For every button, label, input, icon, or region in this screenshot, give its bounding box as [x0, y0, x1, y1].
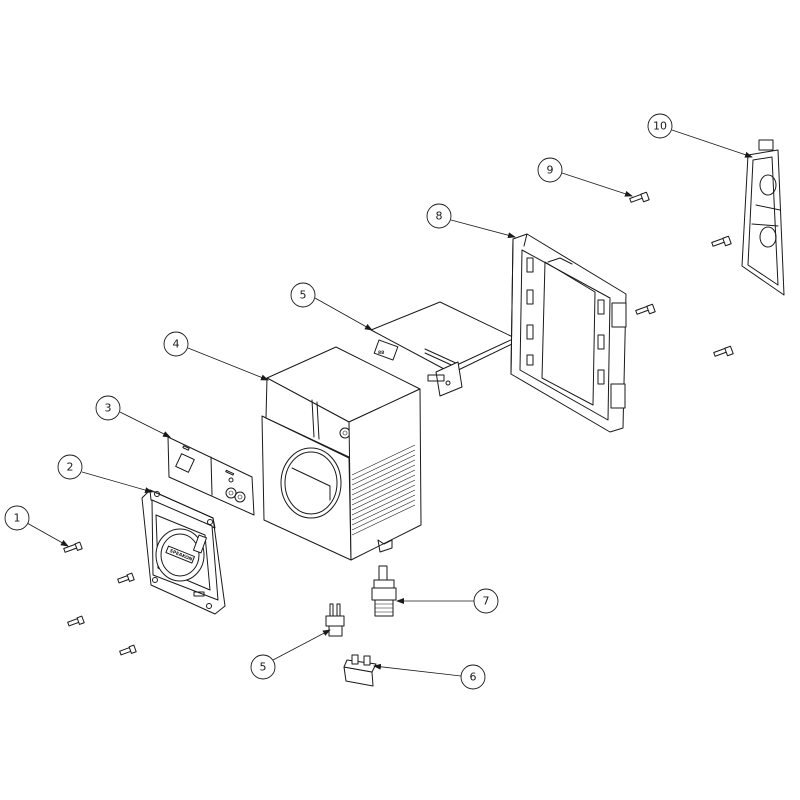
svg-text:88: 88 — [378, 350, 384, 356]
part-cable-gland — [371, 565, 397, 617]
callout-4-label: 4 — [173, 338, 180, 351]
callout-4: 4 — [163, 331, 269, 381]
part-switch — [343, 654, 377, 687]
callout-5-connector-label: 5 — [260, 661, 267, 674]
callout-3: 3 — [95, 395, 171, 438]
screw — [711, 235, 732, 247]
callout-1: 1 — [4, 505, 69, 547]
part-rear-screws — [629, 191, 734, 357]
screw — [119, 644, 137, 656]
part-mounting-bracket — [741, 139, 785, 296]
screw — [629, 191, 650, 203]
callout-10-label: 10 — [653, 120, 667, 133]
part-back-frame — [510, 233, 627, 433]
callout-3-label: 3 — [105, 402, 112, 415]
screw — [63, 541, 83, 553]
screw — [117, 572, 135, 584]
callout-5-connector: 5 — [250, 629, 331, 680]
callout-8-label: 8 — [436, 210, 443, 223]
callout-2-label: 2 — [67, 461, 74, 474]
screw — [713, 345, 734, 357]
part-front-connector-plate: SPEAKON — [141, 489, 226, 615]
part-screws-front — [63, 541, 137, 656]
callout-7: 7 — [396, 588, 499, 614]
callout-5-board-label: 5 — [300, 289, 307, 302]
callout-9: 9 — [537, 157, 633, 197]
callout-6: 6 — [373, 663, 486, 690]
screw — [635, 303, 656, 315]
callout-2: 2 — [57, 454, 153, 493]
callout-10: 10 — [647, 113, 753, 158]
part-circuit-board: 88 — [370, 301, 517, 397]
callout-9-label: 9 — [547, 164, 554, 177]
callout-5-board: 5 — [290, 282, 373, 331]
part-label-panel — [167, 436, 255, 516]
callout-1-label: 1 — [14, 512, 21, 525]
housing-ribs — [351, 444, 416, 536]
screw — [67, 615, 85, 627]
callout-7-label: 7 — [483, 595, 490, 608]
part-small-connector — [325, 603, 345, 637]
part-main-housing — [261, 346, 422, 561]
frame-inner-slots — [526, 257, 605, 385]
callout-6-label: 6 — [470, 671, 477, 684]
callout-8: 8 — [426, 203, 516, 239]
